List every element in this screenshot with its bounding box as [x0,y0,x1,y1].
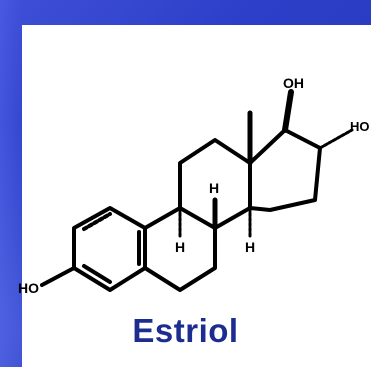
oh-3-label: HO [18,280,39,296]
ring-d [248,128,322,212]
content-panel [22,25,371,367]
ring-a-double-bond-1 [82,212,112,231]
h-8-label: H [209,180,219,196]
ring-b [143,206,217,292]
compound-name-caption: Estriol [132,312,239,349]
oh-16-bond [318,128,354,150]
oh-17-label: OH [283,75,304,91]
oh-3-bond [40,266,76,287]
ring-a-double-bond-2 [82,264,112,284]
ring-a [72,206,147,292]
h-14-label: H [245,239,255,255]
h-9-label: H [175,239,185,255]
ring-c [178,138,252,230]
oh-16-label: HO [350,119,370,134]
oh-17-bond [282,89,294,133]
